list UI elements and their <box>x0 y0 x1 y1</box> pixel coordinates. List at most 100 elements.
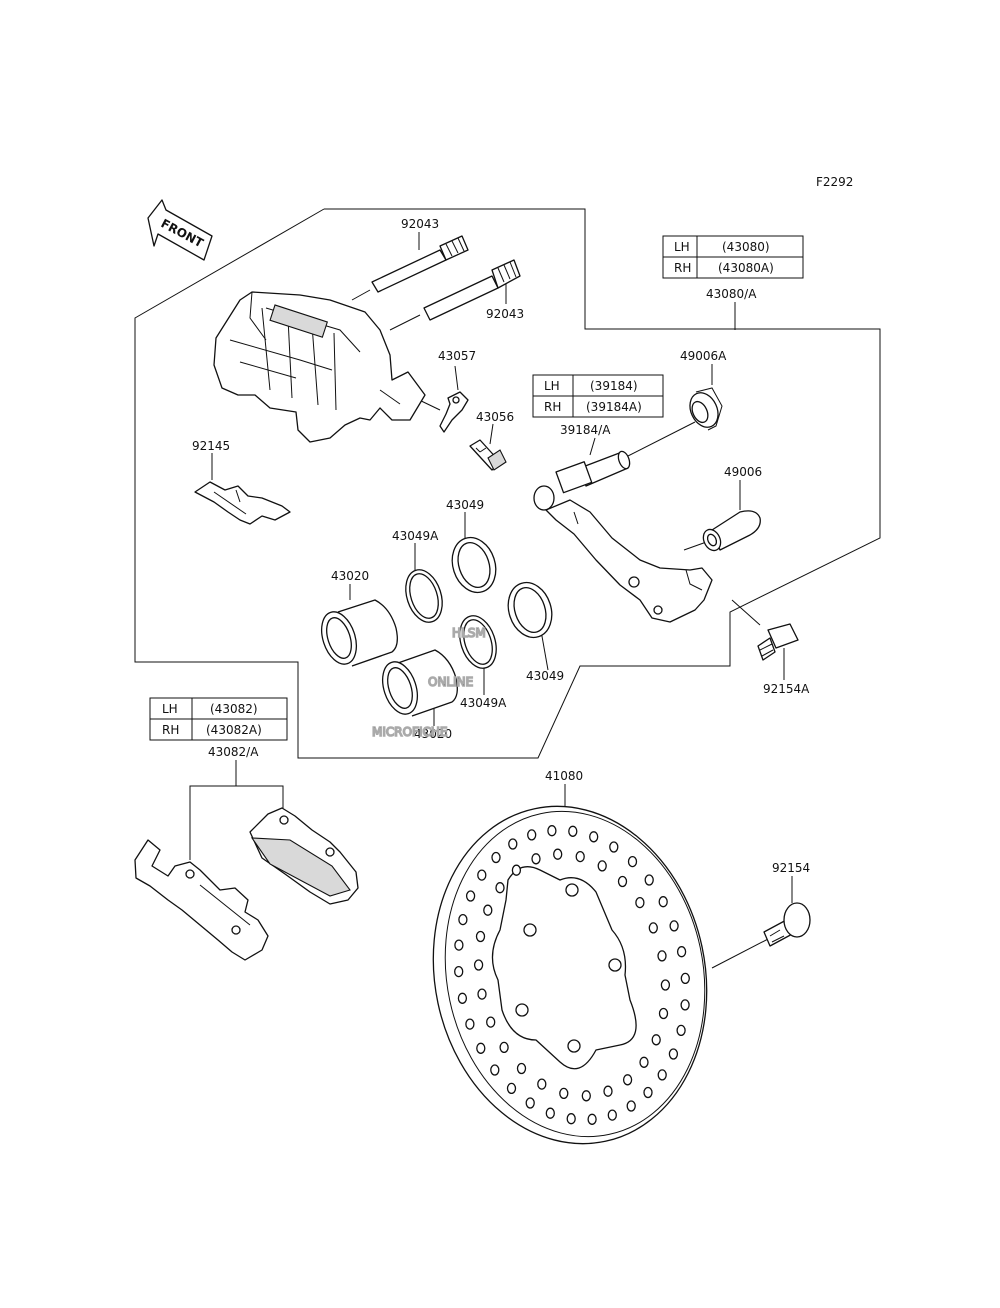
label-43080A: 43080/A <box>706 287 757 301</box>
figure-id: F2292 <box>816 175 853 189</box>
disc-hole <box>603 1085 613 1097</box>
disc-hole <box>508 838 518 850</box>
table-43082: LH (43082) RH (43082A) <box>149 697 288 741</box>
t43080-rh-code: (43080A) <box>718 261 774 275</box>
disc-hole <box>458 913 468 926</box>
label-49006A: 49006A <box>680 349 727 363</box>
disc-hole <box>475 930 486 943</box>
disc-hole <box>597 860 607 872</box>
disc-hole <box>643 1086 653 1099</box>
t43080-lh-side: LH <box>674 240 690 254</box>
disc-hole <box>553 848 563 860</box>
disc-hole <box>622 1074 633 1086</box>
bolt-92154 <box>763 902 811 947</box>
slide-pin-92043-top <box>371 235 469 293</box>
disc-hole <box>639 1056 649 1068</box>
disc-hole <box>668 1048 679 1060</box>
label-43020-bottom: 43020 <box>414 727 452 741</box>
disc-hole <box>511 864 522 876</box>
disc-hole <box>568 825 578 837</box>
disc-hole <box>477 988 487 1000</box>
disc-hole <box>660 979 671 991</box>
clip-43057 <box>439 391 469 433</box>
label-43049-top: 43049 <box>446 498 484 512</box>
disc-hole <box>506 1082 517 1095</box>
disc-hole <box>658 1007 669 1020</box>
disc-hole <box>657 1069 667 1081</box>
disc-hole <box>658 896 668 908</box>
t39184-lh-code: (39184) <box>590 379 638 393</box>
label-92043-right: 92043 <box>486 307 524 321</box>
disc-hole <box>627 855 638 868</box>
disc-hole <box>589 831 599 843</box>
disc-hole <box>644 874 654 886</box>
seal-43049-right <box>507 581 553 639</box>
disc-hole <box>527 829 537 841</box>
disc-hole <box>676 946 687 958</box>
piston-43020-bottom <box>381 649 458 717</box>
caliper-group-outline <box>134 208 881 759</box>
t39184-rh-code: (39184A) <box>586 400 642 414</box>
disc-hole <box>454 965 464 978</box>
label-92154A: 92154A <box>763 682 810 696</box>
disc-hole <box>575 850 585 863</box>
disc-hole <box>609 841 619 853</box>
boot-49006A <box>689 387 723 431</box>
disc-hole <box>483 904 493 916</box>
disc-hole <box>465 890 476 902</box>
caliper-body <box>213 291 426 443</box>
boot-49006 <box>702 510 761 552</box>
brake-pad-right <box>249 807 359 905</box>
label-92043-top: 92043 <box>401 217 439 231</box>
disc-hole <box>566 1113 576 1125</box>
disc-hole <box>545 1107 555 1119</box>
disc-hole <box>657 950 667 962</box>
disc-hole <box>491 851 501 864</box>
bracket-39184A <box>533 450 713 623</box>
label-92145: 92145 <box>192 439 230 453</box>
disc-hole <box>648 922 658 934</box>
disc-hole <box>516 1062 527 1075</box>
watermark-line1: HLSM <box>452 626 486 640</box>
disc-hole <box>531 853 541 865</box>
disc-hole <box>465 1018 475 1030</box>
t43080-rh-side: RH <box>674 261 691 275</box>
label-43056: 43056 <box>476 410 514 424</box>
disc-hole <box>457 992 468 1004</box>
disc-hole <box>454 939 464 951</box>
disc-hole <box>635 896 645 909</box>
disc-hole <box>477 869 487 881</box>
pad-spring-92145 <box>194 481 291 525</box>
disc-hole <box>680 999 690 1011</box>
seal-43049A-bottom <box>459 615 497 669</box>
label-43049-right: 43049 <box>526 669 564 683</box>
disc-hole <box>626 1100 636 1112</box>
label-92154: 92154 <box>772 861 810 875</box>
t43082-rh-code: (43082A) <box>206 723 262 737</box>
leader-lines <box>189 232 793 969</box>
piston-43020-left <box>320 599 398 667</box>
disc-vent-holes <box>454 825 690 1125</box>
disc-hole <box>617 875 628 888</box>
disc-hole <box>651 1034 661 1046</box>
disc-hole <box>495 882 505 894</box>
label-43057: 43057 <box>438 349 476 363</box>
label-43049A-left: 43049A <box>392 529 439 543</box>
t43082-rh-side: RH <box>162 723 179 737</box>
t39184-lh-side: LH <box>544 379 560 393</box>
bleeder-valve-43056 <box>469 439 507 471</box>
label-39184A: 39184/A <box>560 423 611 437</box>
t43080-lh-code: (43080) <box>722 240 770 254</box>
disc-hole <box>547 825 557 837</box>
label-43020-left: 43020 <box>331 569 369 583</box>
disc-hole <box>473 959 484 971</box>
disc-hole <box>669 920 679 932</box>
disc-hole <box>490 1064 500 1076</box>
label-43049A-bottom: 43049A <box>460 696 507 710</box>
label-49006: 49006 <box>724 465 762 479</box>
disc-hole <box>486 1016 496 1028</box>
front-arrow-icon: FRONT <box>147 199 213 261</box>
disc-hole <box>581 1090 591 1102</box>
bolt-92154A <box>757 623 799 661</box>
t39184-rh-side: RH <box>544 400 561 414</box>
